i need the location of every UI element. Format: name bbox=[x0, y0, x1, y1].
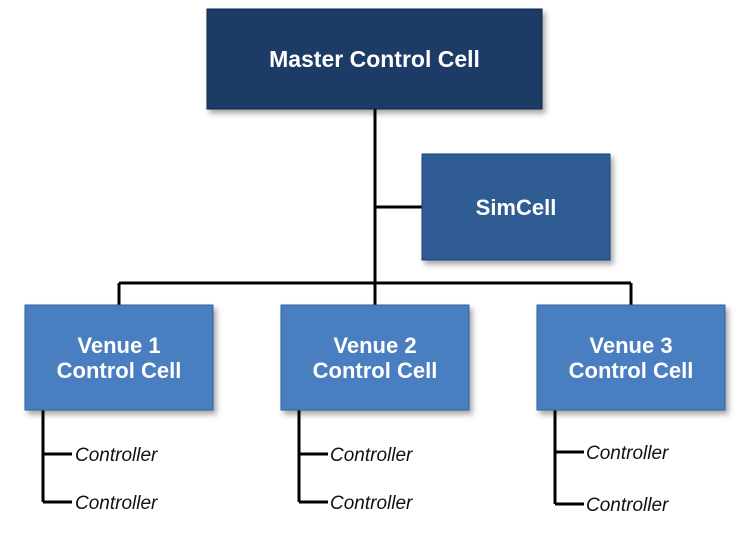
master-control-cell-label: Master Control Cell bbox=[269, 46, 480, 72]
venue1-control-cell-node: Venue 1 Control Cell bbox=[24, 304, 214, 411]
controller-labels: Controller Controller Controller Control… bbox=[75, 443, 669, 516]
master-control-cell-box bbox=[206, 8, 543, 110]
simcell-box bbox=[421, 153, 611, 261]
venue3-label-line1: Venue 3 bbox=[589, 333, 672, 358]
venue2-controller1-label: Controller bbox=[330, 445, 413, 466]
venue3-controller2-label: Controller bbox=[586, 495, 669, 516]
venue2-label-line2: Control Cell bbox=[313, 358, 438, 383]
venue1-box bbox=[24, 304, 214, 411]
venue2-controller2-label: Controller bbox=[330, 493, 413, 514]
venue2-label-line1: Venue 2 bbox=[333, 333, 416, 358]
venue3-controller1-label: Controller bbox=[586, 443, 669, 464]
venue1-label-line1: Venue 1 bbox=[77, 333, 160, 358]
venue3-box bbox=[536, 304, 726, 411]
master-control-cell-node: Master Control Cell bbox=[206, 8, 543, 110]
venue3-control-cell-node: Venue 3 Control Cell bbox=[536, 304, 726, 411]
venue1-label-line2: Control Cell bbox=[57, 358, 182, 383]
simcell-node: SimCell bbox=[421, 153, 611, 261]
venue2-control-cell-node: Venue 2 Control Cell bbox=[280, 304, 470, 411]
connector-lines bbox=[41, 109, 633, 506]
venue3-label-line2: Control Cell bbox=[569, 358, 694, 383]
venue2-box bbox=[280, 304, 470, 411]
venue1-controller1-label: Controller bbox=[75, 445, 158, 466]
simcell-label: SimCell bbox=[476, 195, 557, 220]
venue1-controller2-label: Controller bbox=[75, 493, 158, 514]
